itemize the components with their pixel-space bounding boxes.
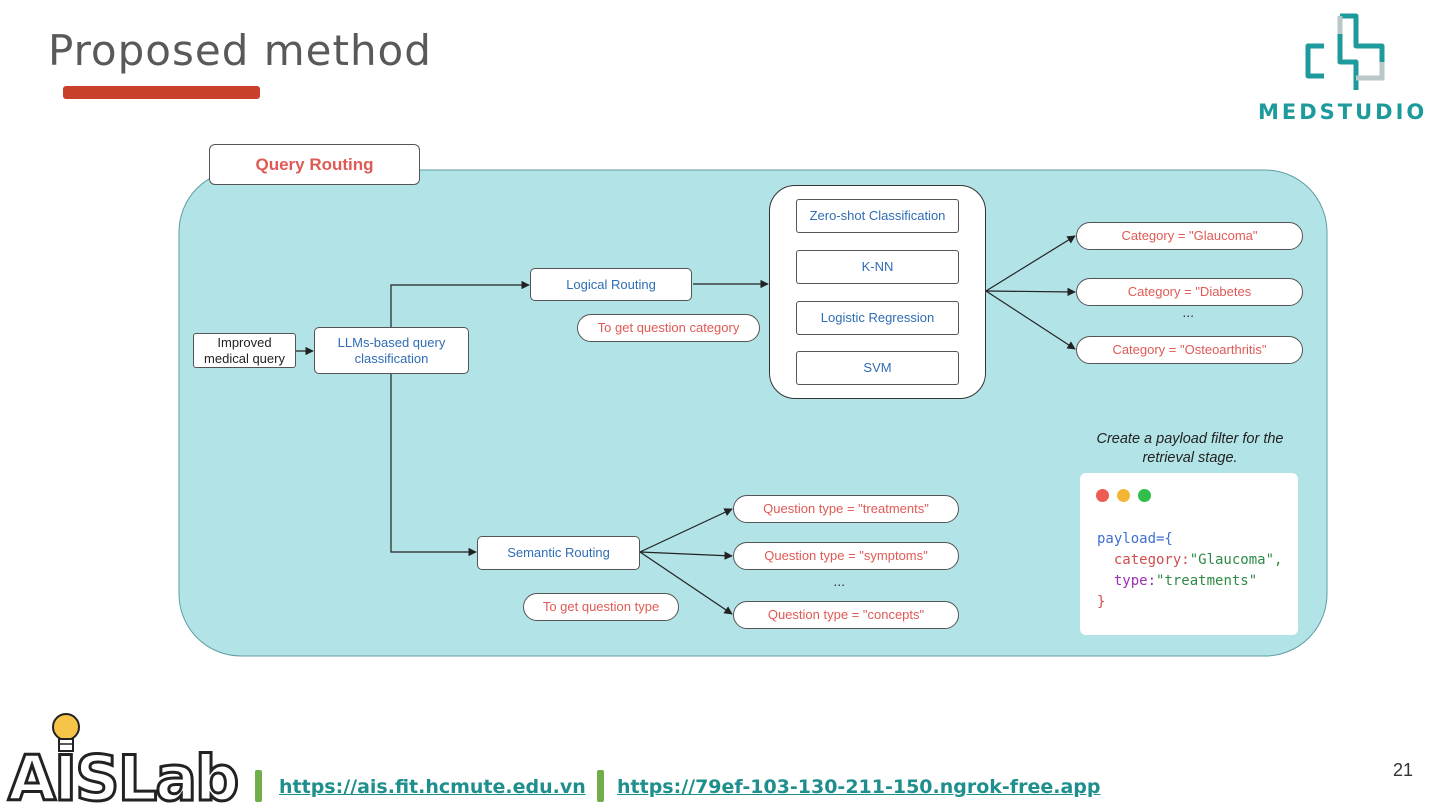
question-type-concepts: Question type = "concepts" bbox=[733, 601, 959, 629]
window-minimize-dot-icon bbox=[1117, 489, 1130, 502]
llm-classifier-box: LLMs-based query classification bbox=[314, 327, 469, 374]
slide-title: Proposed method bbox=[48, 26, 432, 75]
ais-website-link[interactable]: https://ais.fit.hcmute.edu.vn bbox=[279, 776, 586, 798]
code-type-value: "treatments" bbox=[1156, 573, 1258, 589]
lightbulb-icon bbox=[52, 713, 80, 752]
window-close-dot-icon bbox=[1096, 489, 1109, 502]
method-logistic-regression: Logistic Regression bbox=[796, 301, 959, 335]
arrow-to-semantic-routing bbox=[390, 374, 477, 557]
window-maximize-dot-icon bbox=[1138, 489, 1151, 502]
arrow-to-treatments bbox=[639, 508, 733, 553]
question-type-treatments: Question type = "treatments" bbox=[733, 495, 959, 523]
method-zero-shot: Zero-shot Classification bbox=[796, 199, 959, 233]
link2-marker bbox=[597, 770, 604, 802]
title-underline bbox=[63, 86, 260, 99]
arrow-to-osteoarthritis bbox=[985, 290, 1076, 350]
link1-marker bbox=[255, 770, 262, 802]
arrow-to-diabetes bbox=[985, 287, 1076, 297]
payload-caption: Create a payload filter for the retrieva… bbox=[1096, 431, 1284, 466]
category-ellipsis: ... bbox=[1183, 304, 1195, 320]
input-query-box: Improved medical query bbox=[193, 333, 296, 368]
code-category-key: category: bbox=[1113, 552, 1190, 568]
semantic-routing-box: Semantic Routing bbox=[477, 536, 640, 570]
logical-routing-note: To get question category bbox=[577, 314, 760, 342]
code-close: } bbox=[1097, 594, 1106, 610]
ngrok-app-link[interactable]: https://79ef-103-130-211-150.ngrok-free.… bbox=[617, 776, 1101, 798]
code-open: payload={ bbox=[1097, 531, 1173, 547]
code-type-key: type: bbox=[1113, 573, 1157, 589]
method-svm: SVM bbox=[796, 351, 959, 385]
arrow-to-logical-routing bbox=[390, 280, 530, 327]
payload-code-card: payload={ category:"Glaucoma", type:"tre… bbox=[1080, 473, 1298, 635]
question-type-ellipsis: ... bbox=[834, 573, 846, 589]
arrow-to-concepts bbox=[639, 551, 733, 615]
arrow-to-glaucoma bbox=[985, 235, 1076, 292]
medstudio-cross-icon bbox=[1305, 13, 1385, 90]
semantic-routing-note: To get question type bbox=[523, 593, 679, 621]
category-glaucoma: Category = "Glaucoma" bbox=[1076, 222, 1303, 250]
code-category-value: "Glaucoma", bbox=[1189, 552, 1283, 568]
category-diabetes: Category = "Diabetes bbox=[1076, 278, 1303, 306]
question-type-symptoms: Question type = "symptoms" bbox=[733, 542, 959, 570]
payload-code: payload={ category:"Glaucoma", type:"tre… bbox=[1097, 529, 1282, 613]
query-routing-label: Query Routing bbox=[209, 144, 420, 185]
arrow-to-symptoms bbox=[639, 551, 733, 560]
aislab-logo: AISLab bbox=[6, 741, 240, 812]
logical-routing-box: Logical Routing bbox=[530, 268, 692, 301]
category-osteoarthritis: Category = "Osteoarthritis" bbox=[1076, 336, 1303, 364]
method-knn: K-NN bbox=[796, 250, 959, 284]
page-number: 21 bbox=[1393, 760, 1414, 780]
medstudio-logo: MEDSTUDIO bbox=[1258, 100, 1428, 124]
